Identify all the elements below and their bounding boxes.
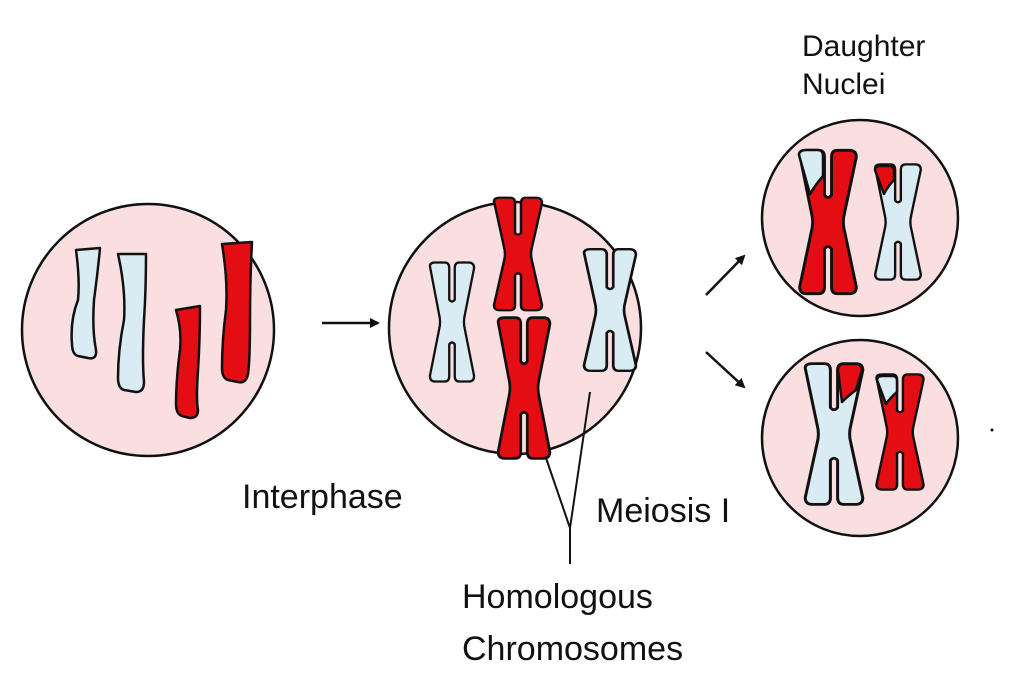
meiosis-cell [387,196,643,460]
stray-dot [990,428,994,432]
crossover-blue-upper [875,374,899,406]
crossover-blue-segment [797,148,825,196]
arrow-to-daughter-top [705,254,746,296]
daughter-nucleus-top [760,118,960,318]
chromosome-red-1 [174,304,202,420]
arrow-to-daughter-bottom [705,351,746,389]
label-nuclei: Nuclei [802,68,885,101]
label-interphase: Interphase [242,478,403,516]
label-homologous: Homologous [462,578,653,616]
label-chromosomes: Chromosomes [462,630,683,668]
chromosome-red-2 [220,240,254,384]
label-meiosis-i: Meiosis I [596,492,730,530]
daughter-top-membrane [760,118,960,318]
chromosome-blue-1 [70,246,102,360]
crossover-red-upper [836,362,864,404]
homologous-pointer [545,391,591,564]
label-daughter: Daughter [802,30,925,63]
crossover-red-segment [873,164,896,196]
interphase-cell [20,202,276,458]
chromosome-blue-2 [116,252,148,394]
daughter-nucleus-bottom [760,338,960,538]
